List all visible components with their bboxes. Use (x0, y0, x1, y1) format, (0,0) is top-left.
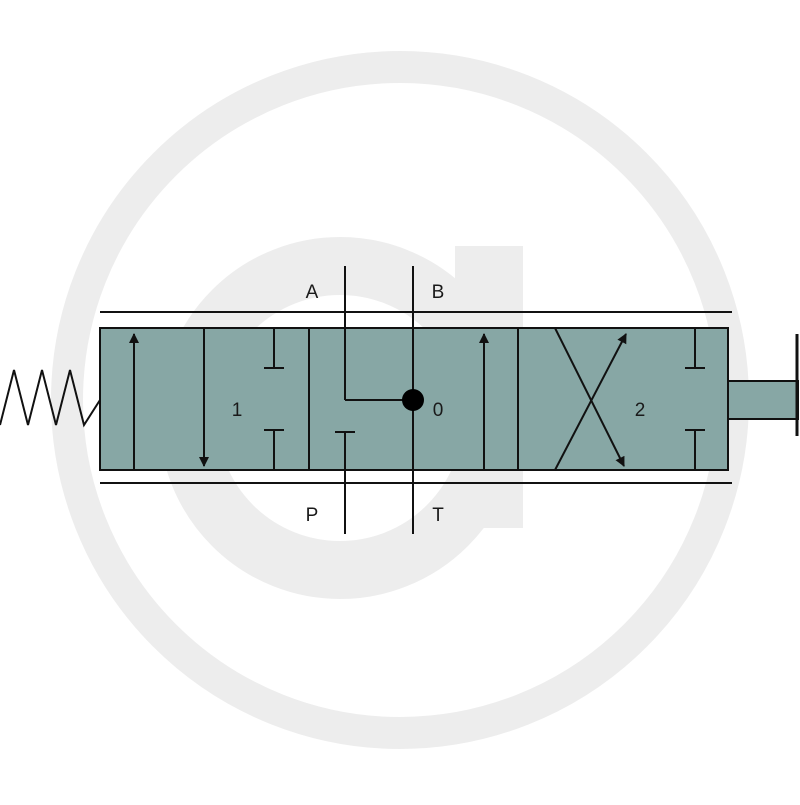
position-label-1: 1 (232, 400, 243, 421)
spring-actuator (0, 369, 101, 428)
position-0-symbol (335, 333, 489, 470)
junction-dot (402, 389, 424, 411)
position-label-2: 2 (635, 400, 646, 421)
cross-arrow-down (554, 327, 625, 467)
port-label-b: B (432, 282, 445, 303)
plunger-actuator (727, 334, 799, 436)
port-label-a: A (306, 282, 319, 303)
position-1-symbol (129, 328, 284, 470)
position-label-0: 0 (433, 400, 444, 421)
cross-arrow-up (554, 333, 627, 471)
port-label-t: T (432, 505, 444, 526)
port-label-p: P (306, 505, 319, 526)
position-2-symbol (554, 327, 705, 471)
plunger-rod (727, 380, 799, 420)
